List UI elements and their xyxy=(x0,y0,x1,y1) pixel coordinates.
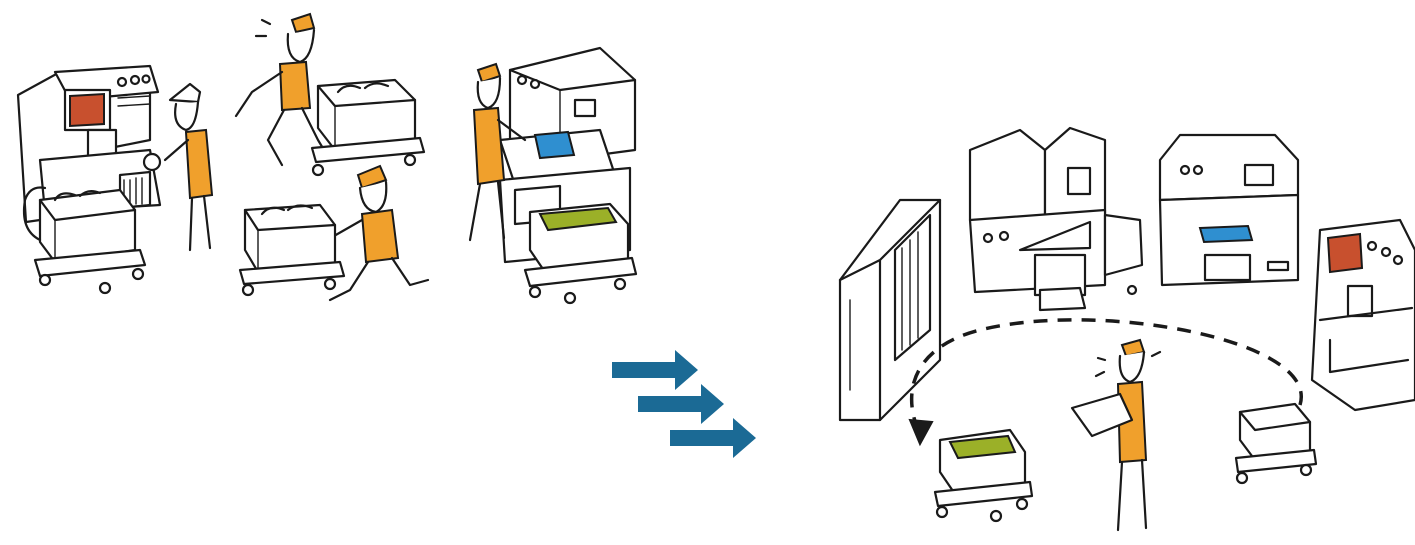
hazard-panel xyxy=(69,92,105,128)
cart-bottom-middle xyxy=(238,203,346,297)
arrow-1 xyxy=(612,350,698,390)
cart-green-panel-right xyxy=(933,428,1034,523)
cart-empty-right xyxy=(1234,402,1318,485)
worker-pushing-cart xyxy=(328,164,430,302)
worker-central xyxy=(1070,338,1162,532)
after-scene xyxy=(838,126,1415,532)
before-scene xyxy=(16,12,638,305)
tall-machine-left xyxy=(838,198,942,422)
cart-top-middle xyxy=(310,78,426,177)
worker-running-top xyxy=(234,12,332,167)
triple-right-arrow-icon xyxy=(612,350,756,458)
worker-at-machine xyxy=(468,62,527,242)
cart-green-panel-left xyxy=(523,202,638,305)
press-machine-left xyxy=(16,64,162,224)
blue-screen-panel xyxy=(533,130,576,160)
arrow-2 xyxy=(638,384,724,424)
center-machine xyxy=(968,126,1144,312)
dashed-circular-flow-icon xyxy=(908,318,1303,447)
press-machine-right xyxy=(1310,218,1415,412)
right-machine-screen xyxy=(1158,133,1300,287)
worker-operating-press xyxy=(163,82,214,252)
cart-left xyxy=(22,186,147,295)
blue-screen-panel-right xyxy=(1198,224,1254,244)
arrow-3 xyxy=(670,418,756,458)
